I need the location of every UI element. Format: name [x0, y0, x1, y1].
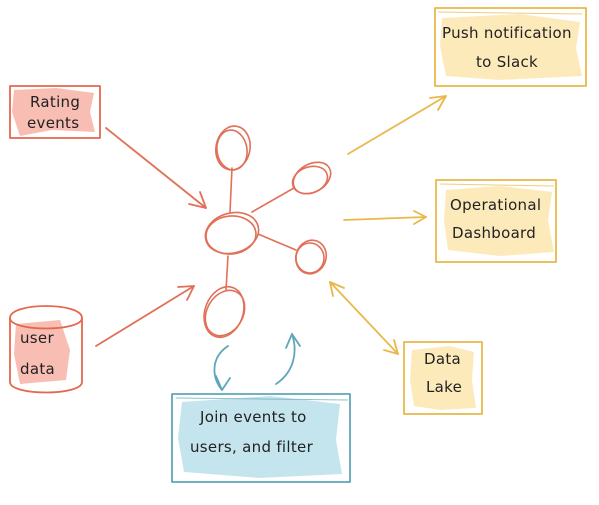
arrow-join-to-network-head [285, 333, 301, 349]
arrow-network-to-join-head [215, 375, 231, 391]
network-node-top-sketch [216, 129, 248, 171]
operational-dashboard-border [435, 179, 557, 263]
stream-processing-network [203, 125, 332, 339]
operational-dashboard-label: Operational Dashboard [450, 196, 546, 242]
arrow-network-to-datalake-head [329, 281, 399, 355]
arrow-network-to-dashboard [343, 216, 427, 221]
arrow-rating-to-network-head [188, 191, 207, 209]
arrow-rating-to-network [105, 127, 207, 209]
network-edge-lower-right [257, 233, 297, 251]
rating-events-node: Rating events [9, 85, 101, 139]
user-data-cylinder-rim [9, 317, 83, 330]
arrow-join-to-network [275, 333, 296, 385]
user-data-fill [14, 320, 70, 384]
user-data-node: user data [9, 305, 83, 394]
network-node-upper-right-sketch [291, 165, 329, 195]
input-arrows [95, 127, 207, 347]
data-lake-node: Data Lake [403, 341, 483, 415]
operational-dashboard-sketch [439, 183, 555, 187]
network-node-bottom-sketch [204, 289, 246, 337]
network-node-right [294, 239, 328, 275]
arrow-network-to-push [347, 95, 447, 155]
join-events-border [171, 393, 351, 483]
network-edge-bottom [225, 255, 229, 291]
arrow-userdata-to-network-head [177, 285, 195, 301]
user-data-cylinder [9, 305, 83, 394]
rating-events-fill [12, 88, 95, 136]
output-arrows [329, 95, 447, 355]
operational-dashboard-node: Operational Dashboard [435, 179, 557, 263]
arrow-network-to-dashboard-head [413, 210, 427, 225]
network-node-right-sketch [295, 242, 325, 274]
push-notification-fill [440, 14, 582, 80]
push-notification-border [434, 7, 587, 87]
join-events-node: Join events to users, and filter [171, 393, 351, 483]
join-events-fill [178, 396, 342, 478]
data-lake-fill [410, 346, 476, 410]
arrow-userdata-to-network [95, 285, 195, 347]
network-edge-upper-right [251, 187, 295, 213]
push-notification-sketch [437, 11, 583, 15]
arrow-network-to-push-head [429, 95, 447, 111]
data-lake-border [403, 341, 483, 415]
arrow-network-to-datalake [329, 281, 399, 355]
join-events-sketch [175, 397, 349, 401]
join-arrows [213, 333, 301, 391]
rating-events-label: Rating events [27, 93, 85, 132]
user-data-label: user data [20, 329, 59, 378]
join-events-label: Join events to users, and filter [190, 408, 314, 456]
rating-events-border [9, 85, 101, 139]
push-notification-node: Push notification to Slack [434, 7, 587, 87]
network-edge-top [229, 167, 233, 213]
operational-dashboard-fill [444, 186, 554, 256]
push-notification-label: Push notification to Slack [442, 24, 577, 71]
data-lake-label: Data Lake [424, 350, 466, 396]
network-node-center [204, 211, 260, 255]
network-node-center-sketch [205, 215, 257, 255]
